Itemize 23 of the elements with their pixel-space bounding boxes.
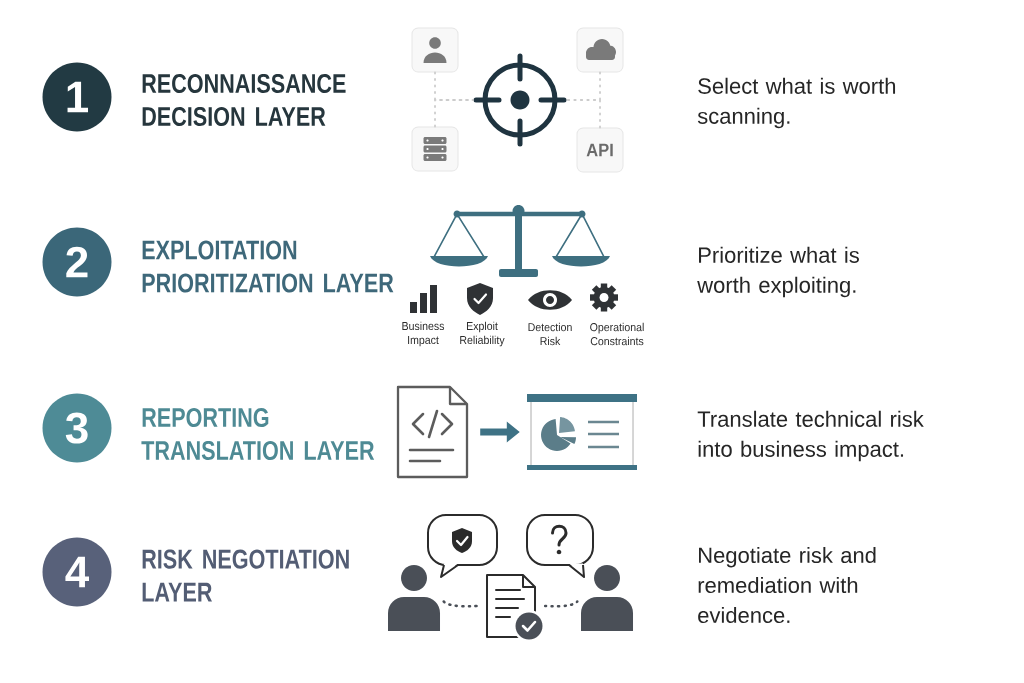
icon-caption: Business Impact xyxy=(402,321,445,347)
layer-title: REPORTING TRANSLATION LAYER xyxy=(141,407,375,461)
dashed-connector xyxy=(434,71,474,101)
description-text: Prioritize what is worth exploiting. xyxy=(697,246,859,298)
document-with-check xyxy=(486,574,545,642)
layer-title: EXPLOITATION PRIORITIZATION LAYER xyxy=(142,240,394,293)
layer-title: RISK NEGOTIATION LAYER xyxy=(142,549,349,602)
dotted-connector xyxy=(543,600,579,608)
icon-caption: Detection Risk xyxy=(528,322,572,346)
icon-caption: Operational Constraints xyxy=(590,322,644,346)
code-document xyxy=(396,385,469,479)
description-text: Negotiate risk and remediation with evidence. xyxy=(698,546,876,624)
icon-tile: API xyxy=(576,127,624,173)
description-text: Select what is worth scanning. xyxy=(697,77,896,129)
dashed-connector xyxy=(566,99,601,129)
presentation-board xyxy=(527,394,637,470)
dotted-connector xyxy=(442,600,480,608)
layer-title: RECONNAISSANCE DECISION LAYER xyxy=(142,73,346,127)
person-silhouette xyxy=(581,565,633,631)
person-silhouette xyxy=(388,565,440,631)
crosshair-target xyxy=(473,53,567,147)
icon-caption: Exploit Reliability xyxy=(460,321,505,347)
description-text: Translate technical risk into business impact. xyxy=(697,410,924,462)
